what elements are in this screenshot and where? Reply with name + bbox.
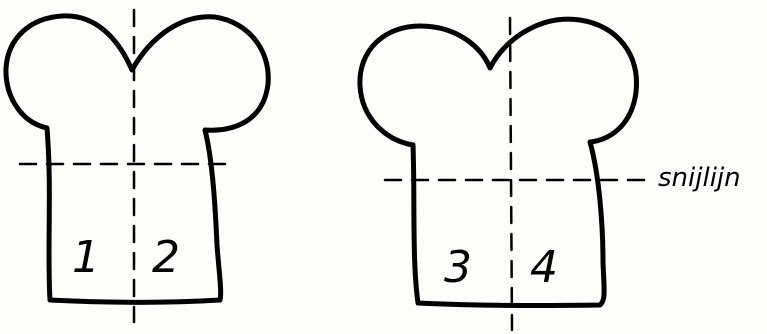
quadrant-label-3: 3 bbox=[444, 242, 472, 293]
shape-left-outline bbox=[6, 16, 268, 302]
shape-right-vertical-dash bbox=[510, 18, 512, 330]
cut-line-label: snijlijn bbox=[658, 163, 741, 193]
shape-left: 1 2 bbox=[6, 10, 268, 322]
quadrant-label-2: 2 bbox=[152, 232, 180, 283]
quadrant-label-4: 4 bbox=[530, 242, 558, 293]
quadrant-label-1: 1 bbox=[72, 232, 100, 283]
shape-right-outline bbox=[360, 19, 637, 305]
shape-right: 3 4 bbox=[360, 18, 650, 330]
